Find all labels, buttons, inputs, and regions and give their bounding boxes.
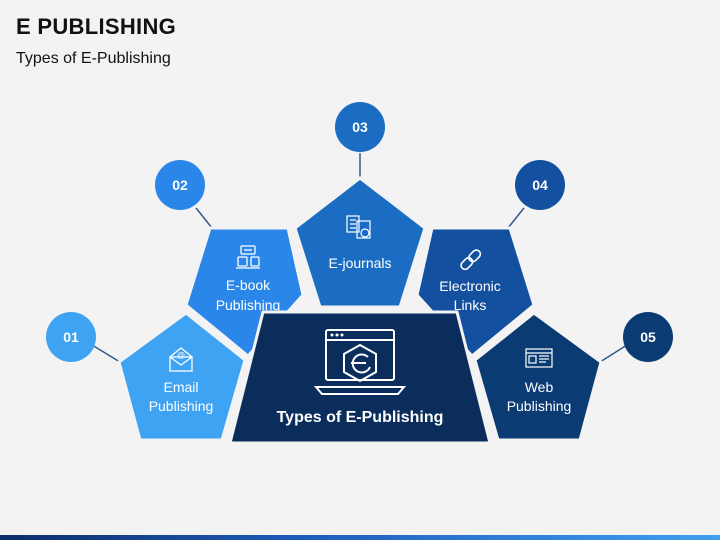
- badge-04: 04: [515, 160, 565, 210]
- connector-01: [91, 344, 121, 363]
- segment-02-label-line2: Publishing: [216, 297, 281, 313]
- badge-02-number: 02: [172, 177, 188, 193]
- connector-02: [195, 207, 213, 229]
- badge-02-circle: [155, 160, 205, 210]
- email-envelope-icon: @: [169, 347, 193, 372]
- e-journal-document-icon: [346, 215, 371, 239]
- badge-03-number: 03: [352, 119, 368, 135]
- badge-03-circle: [335, 102, 385, 152]
- segment-03-shape: [293, 176, 427, 309]
- badge-05-circle: [623, 312, 673, 362]
- number-badges: 01 02 03 04 05: [46, 102, 673, 362]
- segment-email-publishing: @ Email Publishing: [117, 311, 247, 442]
- segment-03-label: E-journals: [328, 255, 391, 271]
- chain-link-icon: [460, 249, 482, 271]
- segment-04-label-line1: Electronic: [439, 278, 500, 294]
- segment-01-label-line1: Email: [163, 379, 198, 395]
- segment-01-shape: [117, 311, 247, 442]
- badge-01-circle: [46, 312, 96, 362]
- badge-03: 03: [335, 102, 385, 152]
- segment-e-journals: E-journals: [293, 176, 427, 309]
- page-title: E PUBLISHING: [16, 14, 177, 39]
- ebook-reader-icon: [236, 245, 260, 269]
- bottom-accent-bar: [0, 535, 720, 540]
- badge-04-circle: [515, 160, 565, 210]
- svg-text:@: @: [177, 351, 185, 360]
- connector-lines: [91, 153, 628, 363]
- segment-05-label-line1: Web: [525, 379, 554, 395]
- segment-02-label-line1: E-book: [226, 277, 271, 293]
- web-browser-icon: [525, 348, 553, 368]
- badge-02: 02: [155, 160, 205, 210]
- badge-05-number: 05: [640, 329, 656, 345]
- e-publishing-monitor-icon: [313, 329, 407, 395]
- segment-web-publishing: Web Publishing: [473, 311, 603, 442]
- connector-05: [599, 344, 628, 363]
- badge-04-number: 04: [532, 177, 548, 193]
- center-shape: [228, 310, 492, 445]
- segment-05-shape: [473, 311, 603, 442]
- page-subtitle: Types of E-Publishing: [16, 50, 171, 67]
- center-segment: Types of E-Publishing: [228, 310, 492, 445]
- badge-05: 05: [623, 312, 673, 362]
- segment-04-label-line2: Links: [454, 297, 487, 313]
- segment-05-label-line2: Publishing: [507, 398, 572, 414]
- center-label: Types of E-Publishing: [277, 409, 444, 426]
- badge-01-number: 01: [63, 329, 79, 345]
- badge-01: 01: [46, 312, 96, 362]
- segment-01-label-line2: Publishing: [149, 398, 214, 414]
- connector-04: [507, 207, 525, 229]
